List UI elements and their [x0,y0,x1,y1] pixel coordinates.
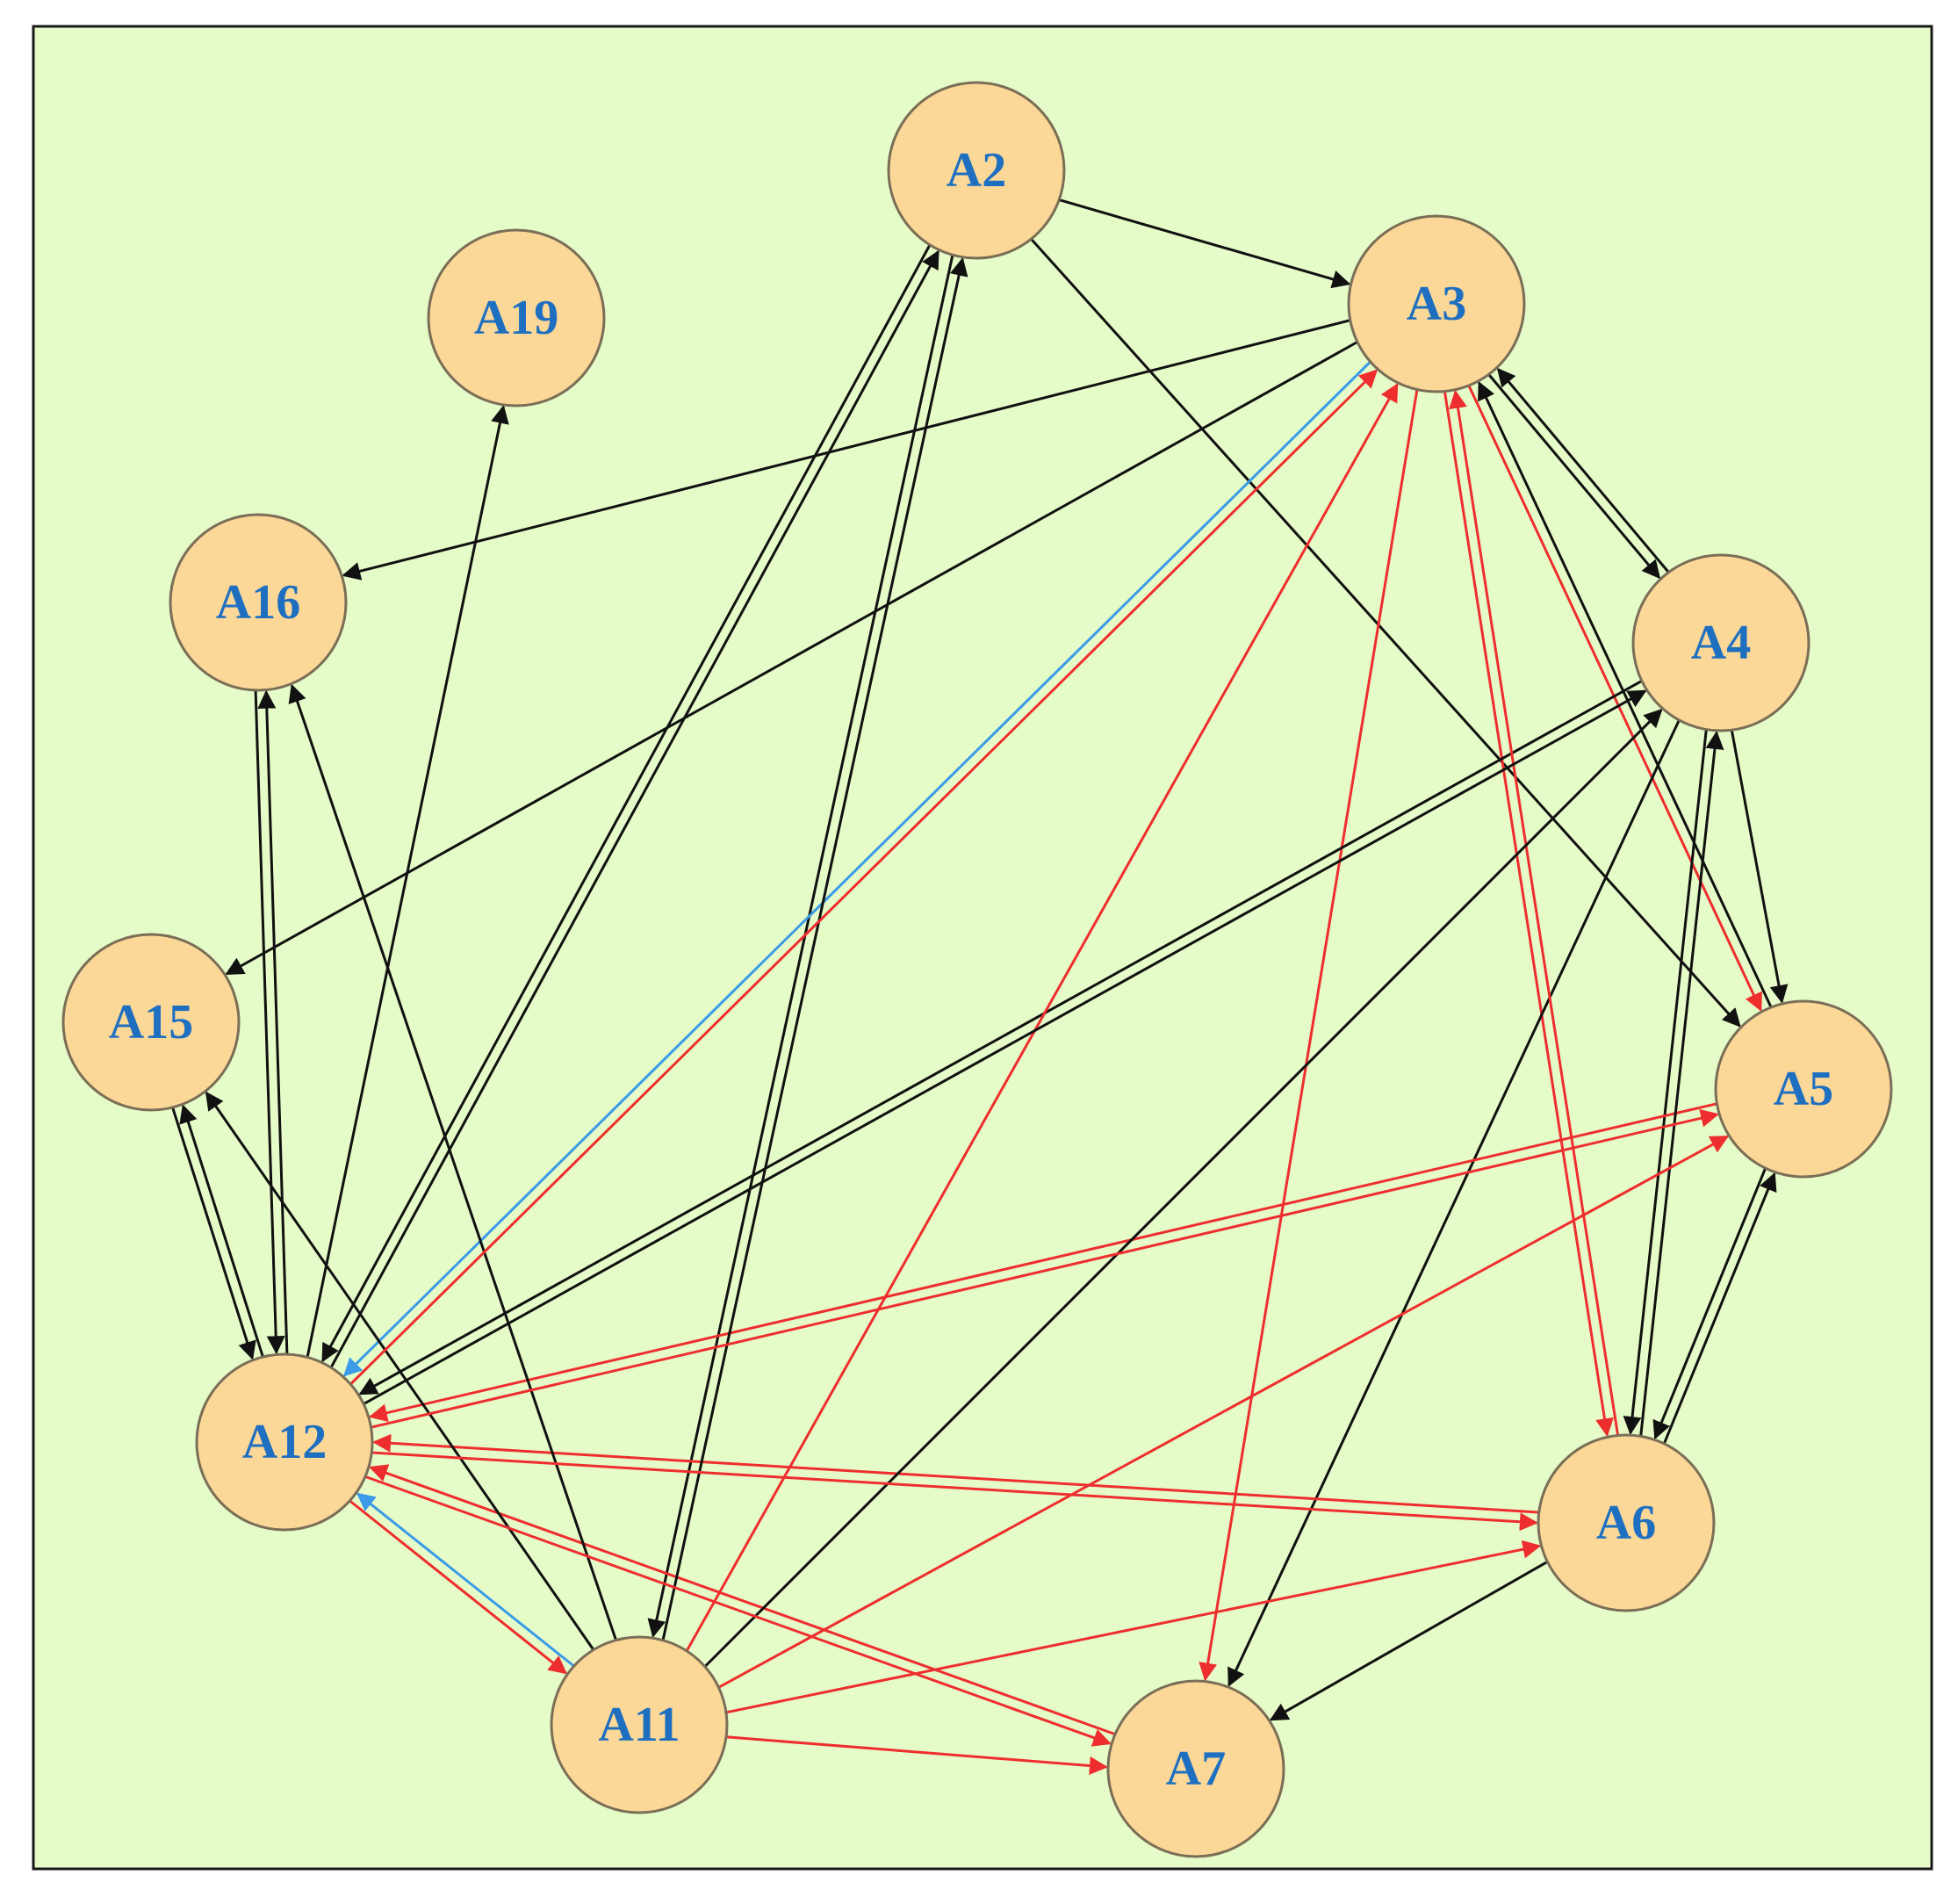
edge-a11-to-a3 [685,383,1399,1652]
edge-a11-to-a4 [703,708,1663,1668]
node-a3: A3 [1347,214,1526,393]
edge-a3-to-a7 [1199,389,1419,1682]
edge-a12-to-a15 [179,1104,264,1358]
edge-a3-to-a15 [225,341,1358,976]
edge-a4-to-a3 [1496,367,1670,573]
node-a12: A12 [195,1352,374,1532]
edge-a5-to-a12 [368,1102,1717,1423]
node-label: A15 [109,995,193,1049]
node-circle [1631,553,1810,732]
node-a4: A4 [1631,553,1810,732]
edge-a11-to-a7 [726,1735,1108,1775]
edge-a2-to-a12 [321,244,932,1363]
edge-a4-to-a7 [1227,719,1681,1687]
node-a15: A15 [61,933,241,1112]
edge-a12-to-a6 [371,1451,1538,1532]
node-label: A2 [947,143,1006,198]
node-label: A7 [1166,1742,1226,1796]
node-a19: A19 [427,228,606,407]
edge-a3-to-a5 [1467,385,1762,1013]
node-a5: A5 [1714,999,1893,1179]
edge-a3-to-a6 [1443,391,1614,1438]
edge-a12-to-a19 [306,405,509,1358]
node-circle [1106,1679,1285,1858]
edge-a12-to-a4 [363,689,1647,1405]
node-label: A3 [1407,277,1466,331]
node-label: A12 [242,1415,327,1469]
node-circle [61,933,241,1112]
edge-a2-to-a3 [1058,198,1351,289]
edge-a6-to-a3 [1449,389,1620,1436]
node-label: A11 [598,1698,680,1752]
edge-a3-to-a12 [342,360,1371,1377]
edge-a5-to-a3 [1478,380,1773,1008]
edge-a12-to-a16 [257,689,289,1354]
edge-a6-to-a12 [372,1433,1539,1514]
node-circle [169,513,348,692]
edge-a11-to-a2 [661,256,968,1641]
edge-a5-to-a6 [1652,1167,1767,1440]
edge-a12-to-a5 [371,1108,1720,1429]
node-label: A6 [1596,1496,1656,1550]
node-circle [550,1635,729,1814]
edge-a6-to-a7 [1269,1561,1548,1721]
edge-a6-to-a4 [1639,731,1724,1437]
edge-a12-to-a11 [349,1499,568,1675]
edge-a11-to-a5 [717,1135,1730,1689]
node-label: A16 [216,575,300,630]
edge-a4-to-a12 [358,680,1643,1396]
edge-a12-to-a7 [364,1475,1112,1747]
edge-a3-to-a16 [342,319,1350,581]
node-circle [427,228,606,407]
edge-a6-to-a5 [1663,1172,1777,1445]
node-a6: A6 [1537,1433,1716,1612]
node-label: A5 [1774,1062,1833,1116]
edge-a7-to-a12 [369,1464,1116,1736]
node-label: A4 [1691,616,1751,670]
edge-a4-to-a5 [1730,730,1789,1004]
node-circle [1347,214,1526,393]
edge-a11-to-a16 [288,683,617,1641]
node-circle [1537,1433,1716,1612]
edge-a15-to-a12 [171,1107,256,1360]
edges-layer [171,198,1789,1775]
edge-a11-to-a12 [356,1492,575,1668]
edge-a4-to-a6 [1623,729,1708,1435]
node-circle [195,1352,374,1532]
edge-a12-to-a3 [349,369,1379,1386]
node-circle [1714,999,1893,1179]
edge-a12-to-a2 [329,249,939,1368]
node-a16: A16 [169,513,348,692]
edge-a2-to-a11 [647,255,954,1639]
edge-a11-to-a6 [725,1540,1542,1714]
node-a2: A2 [887,81,1066,260]
node-circle [887,81,1066,260]
node-label: A19 [474,291,558,345]
node-a7: A7 [1106,1679,1285,1858]
edge-a3-to-a4 [1487,373,1661,580]
node-a11: A11 [550,1635,729,1814]
edge-a16-to-a12 [254,690,285,1355]
